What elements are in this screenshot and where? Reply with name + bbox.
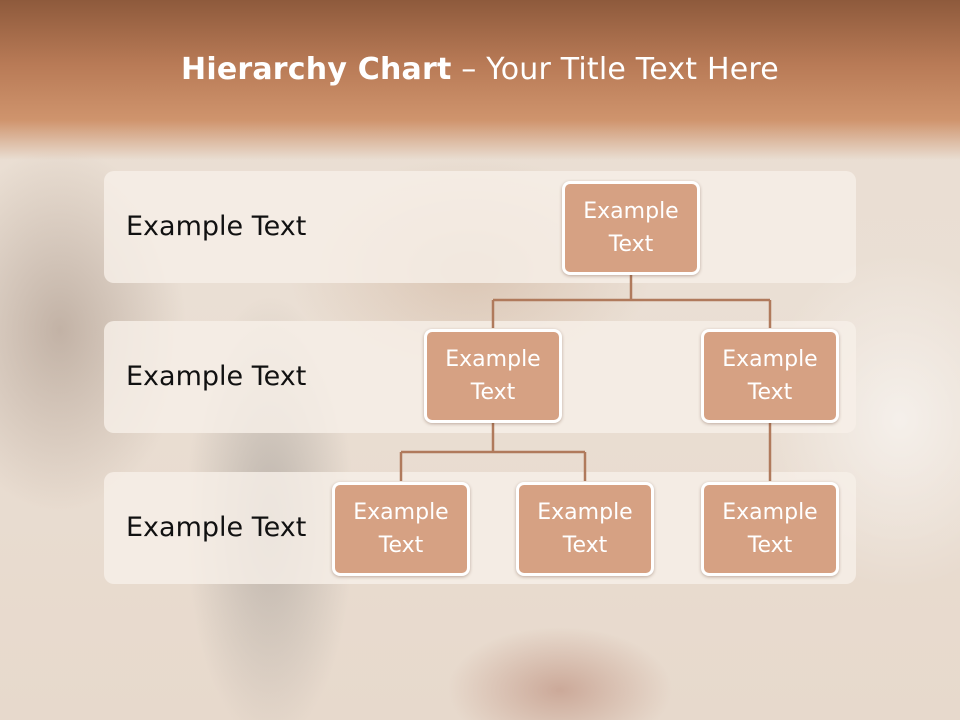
title-rest: Your Title Text Here [486,52,779,87]
level-label-1: Example Text [126,211,307,242]
level-band-1: Example Text [104,171,856,283]
node-root[interactable]: Example Text [562,181,700,275]
title-bold: Hierarchy Chart [181,52,452,87]
node-level3-c[interactable]: Example Text [701,482,839,576]
node-level3-b[interactable]: Example Text [516,482,654,576]
slide-title: Hierarchy Chart – Your Title Text Here [0,52,960,87]
node-level3-a[interactable]: Example Text [332,482,470,576]
node-level2-left[interactable]: Example Text [424,329,562,423]
title-banner [0,0,960,160]
level-label-3: Example Text [126,512,307,543]
node-level2-right[interactable]: Example Text [701,329,839,423]
title-separator: – [451,52,487,87]
level-label-2: Example Text [126,361,307,392]
